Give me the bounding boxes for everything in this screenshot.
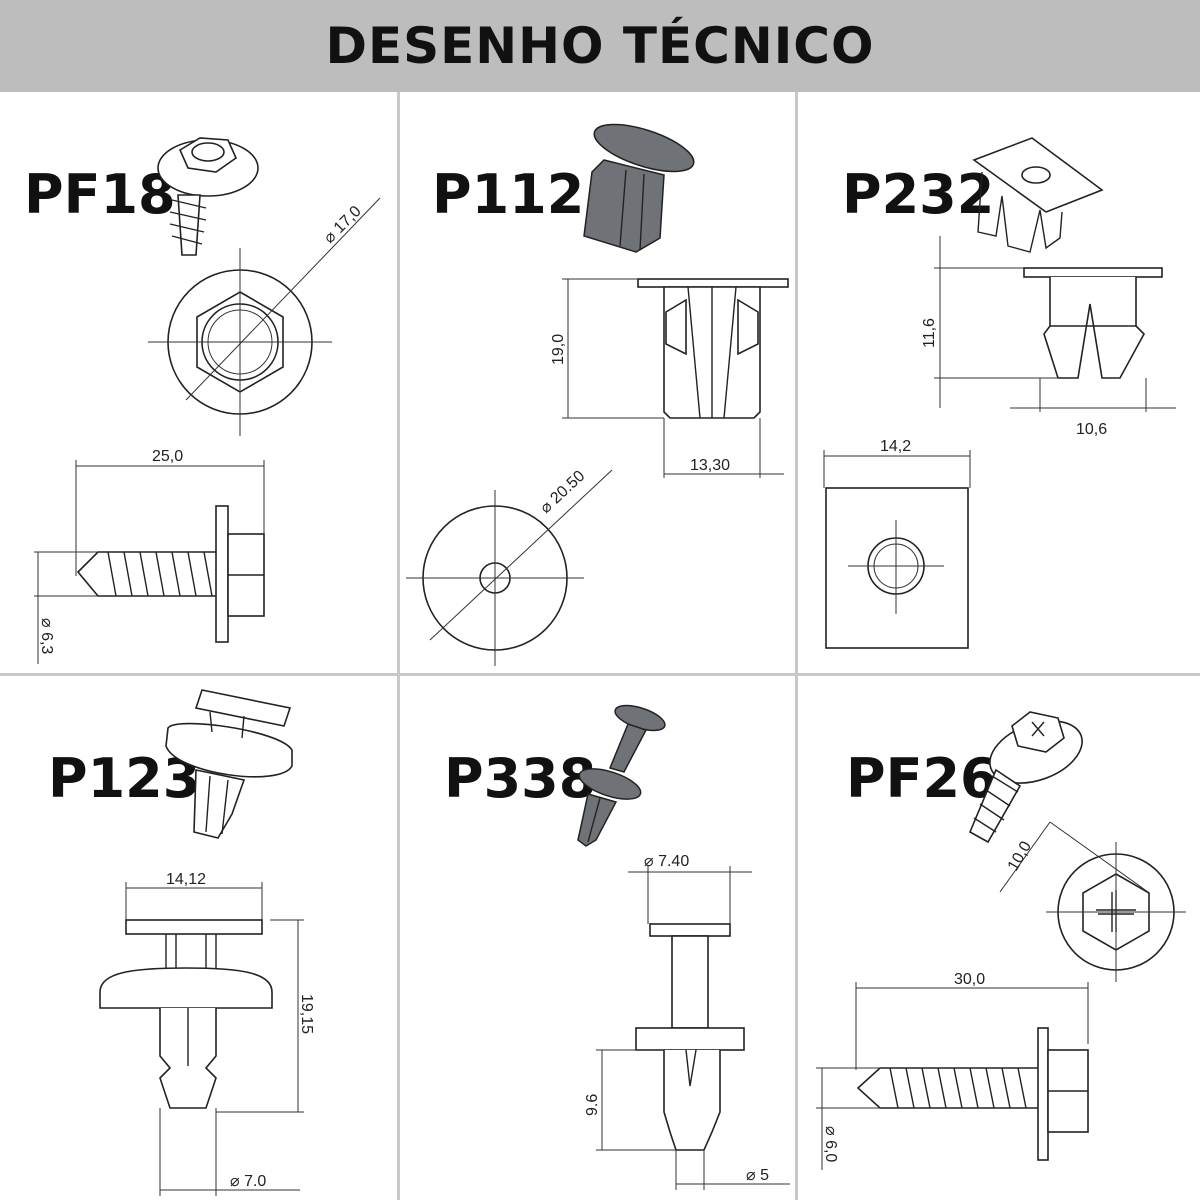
pf26-drawing: PF26 10,0 30,0 xyxy=(816,711,1186,1170)
pf26-side-view: 30,0 ⌀ 6,0 xyxy=(816,971,1089,1170)
dim-thread-diameter: ⌀ 6,0 xyxy=(822,1126,839,1162)
cell-p338: P338 ⌀ 7.40 9.6 xyxy=(400,676,795,1200)
divider-vertical-2 xyxy=(795,92,798,1200)
dim-body-width: 13,30 xyxy=(690,457,730,474)
p123-drawing: P123 14,12 19,15 xyxy=(48,689,315,1196)
part-code: PF26 xyxy=(846,747,998,810)
dim-head-diameter: ⌀ 7.40 xyxy=(644,853,689,870)
p338-side-view: ⌀ 7.40 9.6 ⌀ 5 xyxy=(584,853,790,1190)
p232-iso-icon xyxy=(972,137,1104,253)
dim-head-diameter: ⌀ 17,0 xyxy=(321,203,365,247)
p123-side-view: 14,12 19,15 ⌀ 7.0 xyxy=(99,871,315,1196)
pf26-iso-icon xyxy=(968,711,1083,844)
part-code: P112 xyxy=(432,163,584,226)
p232-top-view: 14,2 xyxy=(823,438,971,649)
dim-cap-width: 14,12 xyxy=(166,871,206,888)
cell-pf26: PF26 10,0 30,0 xyxy=(798,676,1200,1200)
dim-shank-diameter: ⌀ 7.0 xyxy=(230,1173,266,1190)
p123-iso-icon xyxy=(165,689,293,839)
dim-height: 11,6 xyxy=(921,318,938,348)
p338-iso-icon xyxy=(577,704,666,847)
dim-width: 10,6 xyxy=(1076,421,1107,438)
drawing-grid: PF18 ⌀ 17,0 xyxy=(0,92,1200,1200)
page-title: DESENHO TÉCNICO xyxy=(325,17,875,75)
header-bar: DESENHO TÉCNICO xyxy=(0,0,1200,92)
cell-p123: P123 14,12 19,15 xyxy=(0,676,397,1200)
dim-head-diameter: ⌀ 20.50 xyxy=(537,468,588,517)
pf18-drawing: PF18 ⌀ 17,0 xyxy=(24,137,381,664)
pf26-top-view: 10,0 xyxy=(999,821,1186,982)
p112-top-view: ⌀ 20.50 xyxy=(406,468,613,666)
p232-drawing: P232 11,6 10,6 xyxy=(823,137,1176,649)
p338-drawing: P338 ⌀ 7.40 9.6 xyxy=(444,704,790,1190)
part-code: P338 xyxy=(444,747,596,810)
dim-shank-diameter: ⌀ 5 xyxy=(746,1167,769,1184)
pf18-side-view: 25,0 ⌀ 6,3 xyxy=(34,448,265,664)
dim-height: 19,0 xyxy=(550,334,567,365)
dim-thread-diameter: ⌀ 6,3 xyxy=(38,618,55,654)
dim-plate-width: 14,2 xyxy=(880,438,911,455)
dim-length: 9.6 xyxy=(584,1094,601,1116)
p112-drawing: P112 19,0 13,30 xyxy=(406,123,789,666)
dim-length: 25,0 xyxy=(152,448,183,465)
p112-iso-icon xyxy=(583,123,695,253)
dim-head-size: 10,0 xyxy=(1005,838,1035,874)
part-code: PF18 xyxy=(24,163,176,226)
cell-pf18: PF18 ⌀ 17,0 xyxy=(0,92,397,673)
cell-p232: P232 11,6 10,6 xyxy=(798,92,1200,673)
cell-p112: P112 19,0 13,30 xyxy=(400,92,795,673)
dim-length: 30,0 xyxy=(954,971,985,988)
divider-horizontal xyxy=(0,673,1200,676)
dim-height: 19,15 xyxy=(298,994,315,1034)
divider-vertical-1 xyxy=(397,92,400,1200)
p232-side-view: 11,6 10,6 xyxy=(921,236,1176,438)
p112-side-view: 19,0 13,30 xyxy=(550,278,789,478)
pf18-iso-icon xyxy=(157,137,259,256)
part-code: P232 xyxy=(842,163,994,226)
